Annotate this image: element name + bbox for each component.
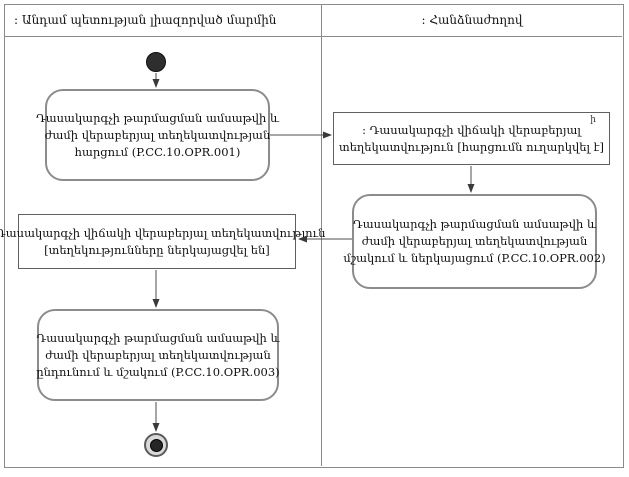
activity-label-line: Դասակարգչի թարմացման ամսաթվի և xyxy=(35,110,280,125)
object-node-request-sent: ի : Դասակարգչի վիճակի վերաբերյալ տեղեկատ… xyxy=(333,112,610,165)
activity-label-line: ժամի վերաբերյալ տեղեկատվության xyxy=(45,347,271,362)
activity-label-line: ժամի վերաբերյալ տեղեկատվության xyxy=(44,127,271,142)
activity-opr-002: Դասակարգչի թարմացման ամսաթվի և ժամի վերա… xyxy=(343,194,606,289)
activity-label-line: Դասակարգչի թարմացման ամսաթվի և xyxy=(36,330,280,345)
activity-label-line: Դասակարգչի թարմացման ամսաթվի և xyxy=(352,217,597,231)
activity-label-line: մշակում և ներկայացում (P.CC.10.OPR.002) xyxy=(343,251,606,265)
activity-label-line: ժամի վերաբերյալ տեղեկատվության xyxy=(361,234,588,248)
object-node-info-submitted: : Դասակարգչի վիճակի վերաբերյալ տեղեկատվո… xyxy=(0,214,326,269)
activity-label-line: ընդունում և մշակում (P.CC.10.OPR.003) xyxy=(36,364,280,379)
activity-opr-003: Դասակարգչի թարմացման ամսաթվի և ժամի վերա… xyxy=(36,309,280,401)
activity-opr-001: Դասակարգչի թարմացման ամսաթվի և ժամի վերա… xyxy=(36,89,279,181)
swimlane-title-authorized-body: : Անդամ պետության լիազորված մարմին xyxy=(14,13,277,27)
activity-final-node xyxy=(144,433,168,457)
activity-label-line: հարցում (P.CC.10.OPR.001) xyxy=(74,144,241,159)
object-label-line: [տեղեկությունները ներկայացվել են] xyxy=(44,242,270,257)
object-corner-marker-icon: ի xyxy=(590,115,596,125)
object-label-line: : Դասակարգչի վիճակի վերաբերյալ տեղեկատվո… xyxy=(0,225,326,240)
swimlane-header-rule xyxy=(5,36,622,37)
initial-node xyxy=(146,52,166,72)
swimlane-divider xyxy=(321,5,322,466)
activity-final-node-core xyxy=(149,438,163,452)
object-label-line: տեղեկատվություն [հարցումն ուղարկվել է] xyxy=(339,139,604,154)
swimlane-title-commission: : Հանձնաժողով xyxy=(421,13,523,27)
object-label-line: : Դասակարգչի վիճակի վերաբերյալ xyxy=(362,122,581,137)
